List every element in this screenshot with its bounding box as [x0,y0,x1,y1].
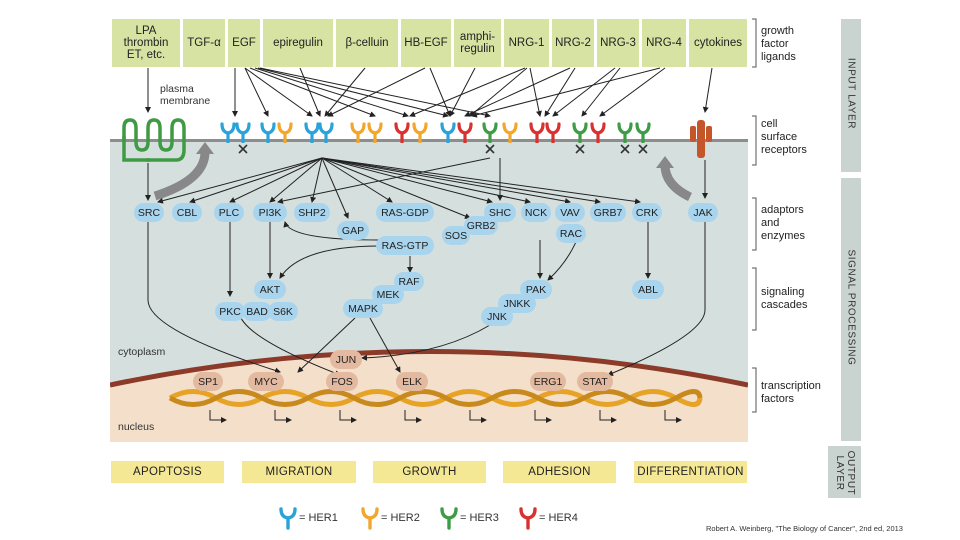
output-apoptosis: APOPTOSIS [111,461,224,483]
her4-icon [519,507,537,530]
ligand-lpa: LPA thrombin ET, etc. [112,19,180,67]
label-signaling-cascades: signaling cascades [761,286,808,311]
tf-sp1: SP1 [193,372,223,391]
label-transcription-factors: transcription factors [761,380,821,405]
node-ras-gtp: RAS-GTP [376,236,434,255]
ligand-tgf-alpha: TGF-α [183,19,225,67]
tf-elk: ELK [396,372,428,391]
output-growth: GROWTH [373,461,486,483]
label-growth-factor-ligands: growth factor ligands [761,25,796,63]
node-jnk: JNK [481,307,513,326]
node-grb7: GRB7 [590,203,626,222]
cytokine-receptor [697,120,705,158]
ligand-egf: EGF [228,19,260,67]
node-mek: MEK [372,285,404,304]
nucleus-label: nucleus [118,421,155,433]
her2-icon [361,507,379,530]
legend-her4-label: = HER4 [539,512,578,524]
output-layer-bar [828,446,861,498]
dna-helix [168,389,703,407]
node-raf: RAF [394,272,424,291]
ligand-hb-egf: HB-EGF [401,19,451,67]
plasma-membrane-line [110,139,748,142]
output-differentiation: DIFFERENTIATION [634,461,747,483]
node-crk: CRK [632,203,662,222]
node-abl: ABL [632,280,664,299]
node-pi3k: PI3K [253,203,287,222]
ligand-beta-celluin: β-celluin [336,19,398,67]
node-mapk: MAPK [343,299,383,318]
input-layer-bar [841,19,861,172]
tf-myc: MYC [248,372,284,391]
node-akt: AKT [254,280,286,299]
node-rac: RAC [556,224,586,243]
node-cbl: CBL [172,203,202,222]
tf-erg1: ERG1 [530,372,566,391]
citation: Robert A. Weinberg, "The Biology of Canc… [706,524,903,533]
node-gap: GAP [337,221,369,240]
tf-fos: FOS [326,372,358,391]
label-adaptors-enzymes: adaptors and enzymes [761,204,806,242]
node-shp2: SHP2 [294,203,330,222]
cytoplasm-label: cytoplasm [118,346,166,358]
node-shc: SHC [484,203,516,222]
signal-processing-bar [841,178,861,441]
ligand-nrg1: NRG-1 [504,19,549,67]
node-ras-gdp: RAS-GDP [376,203,434,222]
her1-icon [279,507,297,530]
node-bad: BAD [242,302,272,321]
node-nck: NCK [521,203,551,222]
ligand-amphiregulin: amphi- regulin [454,19,501,67]
node-pkc: PKC [215,302,245,321]
ligand-nrg3: NRG-3 [597,19,639,67]
gpcr-receptor [122,118,186,162]
output-adhesion: ADHESION [503,461,616,483]
node-s6k: S6K [268,302,298,321]
node-src: SRC [134,203,164,222]
ligand-cytokines: cytokines [689,19,747,67]
ligand-epiregulin: epiregulin [263,19,333,67]
her3-icon [440,507,458,530]
legend-her3-label: = HER3 [460,512,499,524]
tf-stat: STAT [577,372,613,391]
legend-her2-label: = HER2 [381,512,420,524]
label-cell-surface-receptors: cell surface receptors [761,118,807,156]
ligand-nrg4: NRG-4 [642,19,686,67]
ligand-nrg2: NRG-2 [552,19,594,67]
node-vav: VAV [555,203,585,222]
output-migration: MIGRATION [242,461,356,483]
node-jak: JAK [688,203,718,222]
legend-her1-label: = HER1 [299,512,338,524]
node-sos: SOS [442,226,470,245]
node-plc: PLC [214,203,244,222]
plasma-membrane-label: plasma membrane [160,83,211,107]
tf-jun: JUN [330,350,362,369]
